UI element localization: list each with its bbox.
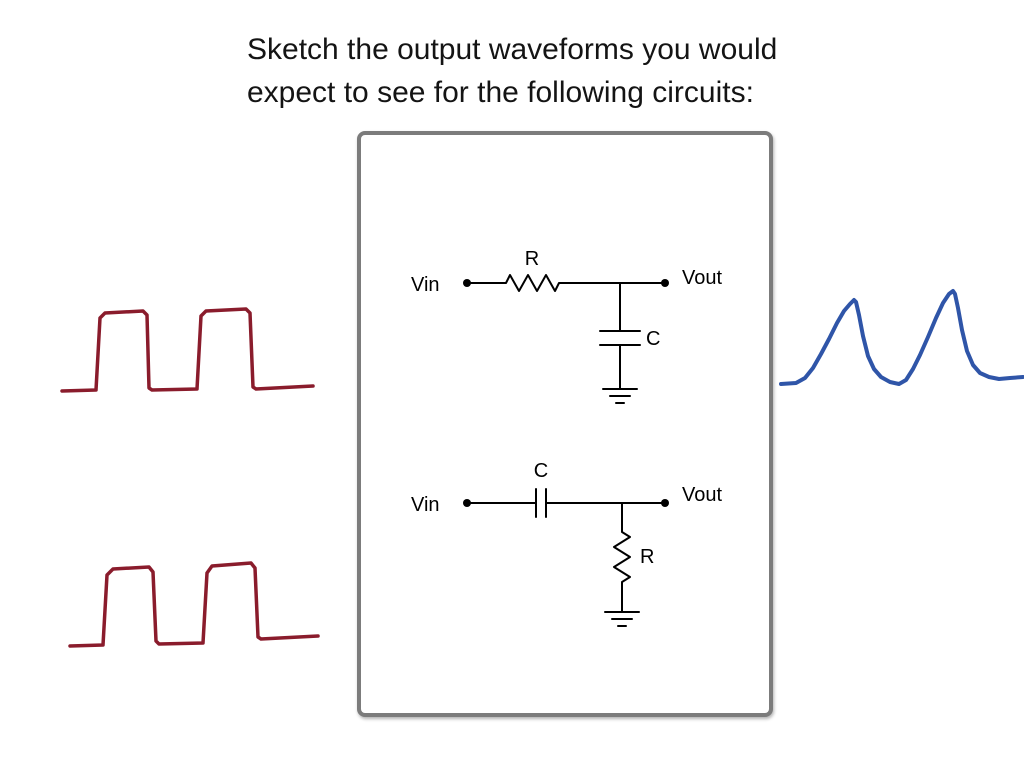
circuit-lowpass: Vin Vout R C	[411, 248, 722, 404]
circuit-highpass: Vin Vout C R	[411, 460, 722, 627]
title-line-2: expect to see for the following circuits…	[247, 76, 754, 109]
lowpass-resistor-label: R	[525, 248, 539, 270]
highpass-vin-node	[463, 499, 471, 507]
lowpass-vout-node	[661, 279, 669, 287]
lowpass-vin-label: Vin	[411, 274, 440, 296]
highpass-vout-node	[661, 499, 669, 507]
lowpass-vin-node	[463, 279, 471, 287]
lowpass-capacitor-branch	[599, 282, 641, 390]
highpass-capacitor-and-wires	[470, 488, 664, 518]
highpass-resistor-label: R	[640, 546, 654, 568]
input-waveform-top	[60, 307, 315, 393]
lowpass-vout-label: Vout	[682, 267, 722, 289]
highpass-capacitor-label: C	[534, 460, 548, 482]
page-title: Sketch the output waveforms you would ex…	[247, 28, 777, 114]
highpass-resistor-branch	[613, 502, 631, 613]
lowpass-resistor-and-wires	[470, 274, 664, 292]
circuit-box	[357, 131, 773, 717]
input-waveform-bottom	[68, 561, 320, 648]
output-waveform	[779, 289, 1024, 386]
title-line-1: Sketch the output waveforms you would	[247, 33, 778, 66]
lowpass-ground-icon	[602, 388, 638, 404]
lowpass-capacitor-label: C	[646, 328, 660, 350]
highpass-ground-icon	[604, 611, 640, 627]
highpass-vin-label: Vin	[411, 494, 440, 516]
highpass-vout-label: Vout	[682, 484, 722, 506]
